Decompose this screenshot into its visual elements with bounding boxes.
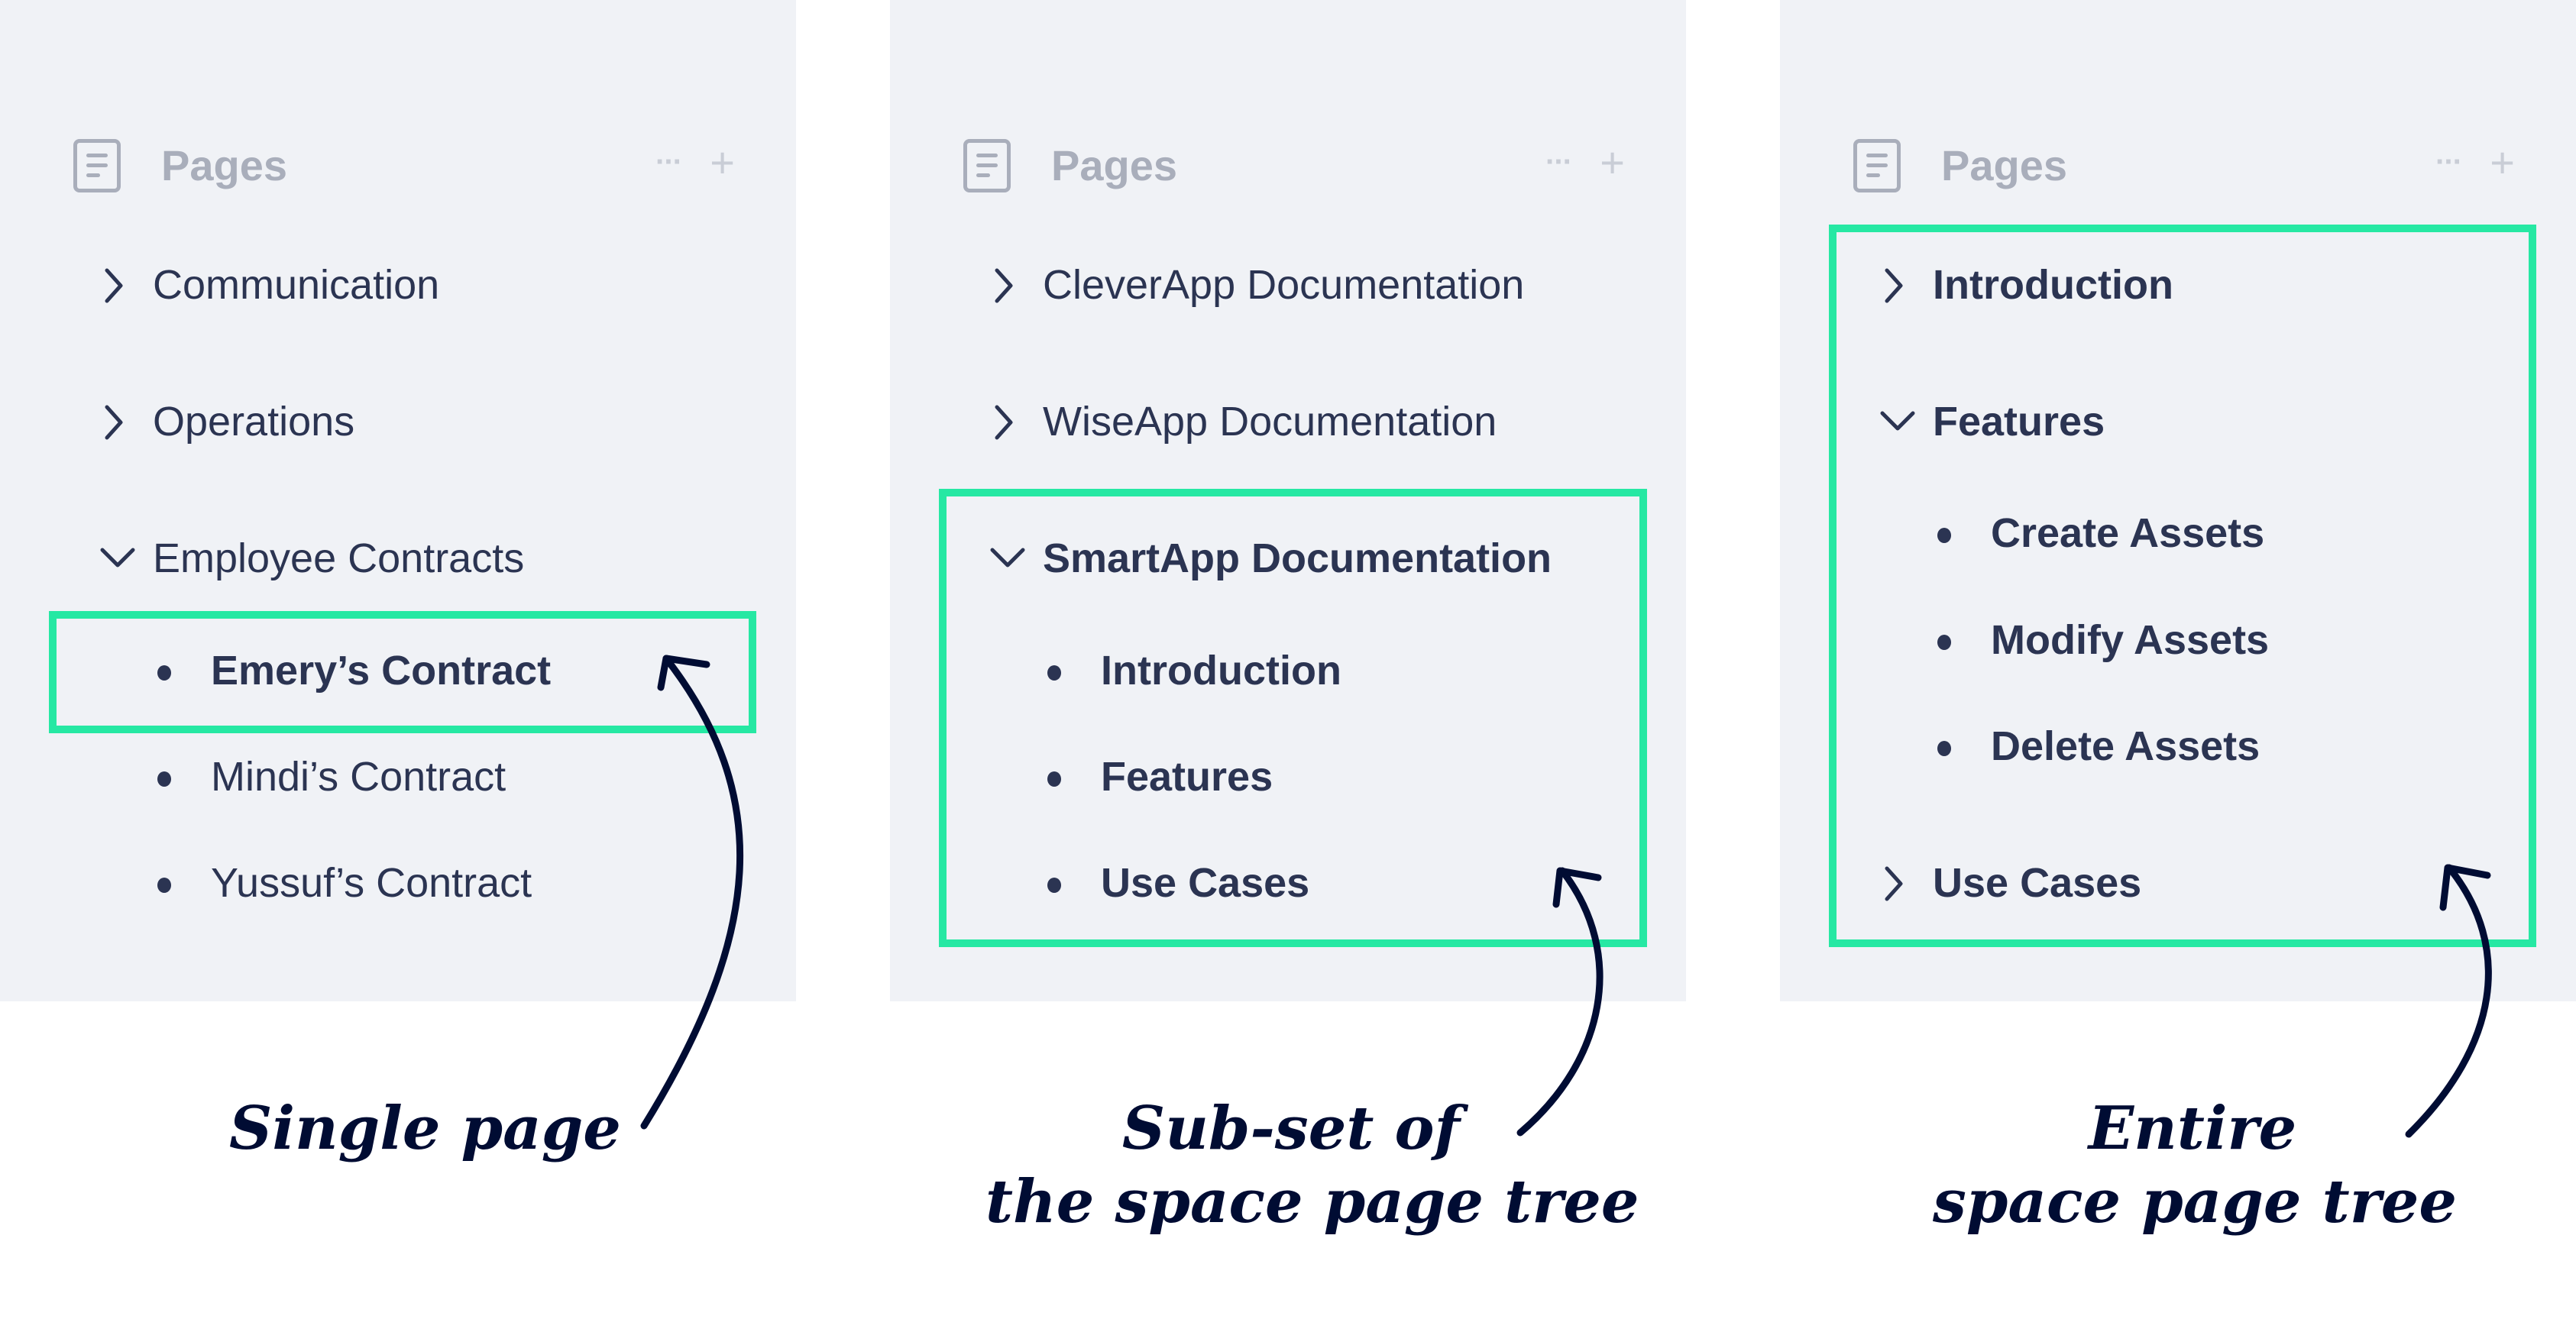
document-icon — [963, 139, 1011, 192]
tree-item-emerys-contract[interactable]: Emery’s Contract — [156, 640, 551, 701]
add-page-icon[interactable]: + — [1600, 138, 1625, 186]
chevron-right-icon[interactable] — [989, 391, 1043, 452]
chevron-down-icon[interactable] — [1879, 391, 1933, 452]
tree-item-features[interactable]: Features — [1046, 746, 1273, 807]
more-options-icon[interactable]: ··· — [655, 145, 683, 179]
pages-title: Pages — [161, 141, 287, 189]
document-icon — [73, 139, 121, 192]
document-icon — [1853, 139, 1901, 192]
tree-item-smartapp-documentation[interactable]: SmartApp Documentation — [989, 528, 1552, 589]
caption-single-page: Single page — [229, 1092, 621, 1166]
add-page-icon[interactable]: + — [2490, 138, 2515, 186]
tree-item-mindis-contract[interactable]: Mindi’s Contract — [156, 746, 506, 807]
bullet-icon — [1936, 716, 1991, 777]
chevron-right-icon[interactable] — [99, 254, 153, 315]
tree-item-label: SmartApp Documentation — [1043, 535, 1552, 581]
bullet-icon — [156, 852, 211, 913]
tree-item-label: Introduction — [1101, 648, 1341, 694]
tree-item-label: Communication — [153, 262, 440, 308]
tree-item-create-assets[interactable]: Create Assets — [1936, 503, 2264, 564]
tree-item-label: Introduction — [1933, 262, 2173, 308]
tree-item-label: Employee Contracts — [153, 535, 525, 581]
pages-header: Pages ··· + — [963, 137, 1625, 199]
more-options-icon[interactable]: ··· — [1545, 145, 1573, 179]
bullet-icon — [1046, 852, 1101, 913]
bullet-icon — [1936, 610, 1991, 671]
tree-item-operations[interactable]: Operations — [99, 391, 354, 452]
bullet-icon — [1936, 503, 1991, 564]
highlight-box-single-page — [49, 611, 756, 733]
caption-line: space page tree — [1933, 1167, 2458, 1237]
tree-item-use-cases[interactable]: Use Cases — [1879, 852, 2141, 913]
tree-item-introduction[interactable]: Introduction — [1879, 254, 2173, 315]
tree-item-label: Operations — [153, 399, 355, 445]
tree-item-cleverapp-documentation[interactable]: CleverApp Documentation — [989, 254, 1524, 315]
tree-item-label: Mindi’s Contract — [211, 754, 506, 800]
page-tree-panel-subset: Pages ··· + CleverApp Documentation Wise… — [890, 0, 1686, 1001]
caption-line: Single page — [229, 1094, 621, 1163]
tree-item-label: CleverApp Documentation — [1043, 262, 1525, 308]
pages-title: Pages — [1941, 141, 2067, 189]
tree-item-wiseapp-documentation[interactable]: WiseApp Documentation — [989, 391, 1497, 452]
caption-line: Entire — [2088, 1094, 2297, 1163]
page-tree-panel-entire: Pages ··· + Introduction Features Create… — [1780, 0, 2576, 1001]
tree-item-label: Emery’s Contract — [211, 648, 552, 694]
tree-item-use-cases[interactable]: Use Cases — [1046, 852, 1309, 913]
tree-item-delete-assets[interactable]: Delete Assets — [1936, 716, 2260, 777]
tree-item-label: Modify Assets — [1991, 617, 2270, 663]
page-tree-panel-single: Pages ··· + Communication Operations Emp… — [0, 0, 796, 1001]
caption-line: the space page tree — [985, 1167, 1639, 1237]
bullet-icon — [156, 640, 211, 701]
chevron-right-icon[interactable] — [1879, 852, 1933, 913]
caption-line: Sub-set of — [1121, 1094, 1461, 1163]
bullet-icon — [1046, 746, 1101, 807]
chevron-right-icon[interactable] — [99, 391, 153, 452]
more-options-icon[interactable]: ··· — [2435, 145, 2463, 179]
tree-item-features[interactable]: Features — [1879, 391, 2105, 452]
chevron-right-icon[interactable] — [989, 254, 1043, 315]
bullet-icon — [1046, 640, 1101, 701]
chevron-right-icon[interactable] — [1879, 254, 1933, 315]
chevron-down-icon[interactable] — [99, 528, 153, 589]
tree-item-modify-assets[interactable]: Modify Assets — [1936, 610, 2269, 671]
bullet-icon — [156, 746, 211, 807]
highlight-box-entire-tree — [1829, 225, 2536, 947]
tree-item-label: Features — [1933, 399, 2105, 445]
tree-item-label: Delete Assets — [1991, 723, 2260, 769]
highlight-box-subset — [939, 489, 1647, 947]
tree-item-introduction[interactable]: Introduction — [1046, 640, 1341, 701]
tree-item-label: Use Cases — [1101, 860, 1310, 906]
tree-item-yussufs-contract[interactable]: Yussuf’s Contract — [156, 852, 532, 913]
pages-header: Pages ··· + — [1853, 137, 2515, 199]
pages-title: Pages — [1051, 141, 1177, 189]
tree-item-label: WiseApp Documentation — [1043, 399, 1497, 445]
tree-item-label: Features — [1101, 754, 1273, 800]
tree-item-label: Create Assets — [1991, 510, 2265, 556]
caption-subset: Sub-set of the space page tree — [985, 1092, 1639, 1239]
pages-header: Pages ··· + — [73, 137, 735, 199]
tree-item-label: Use Cases — [1933, 860, 2142, 906]
caption-entire-tree: Entire space page tree — [1933, 1092, 2458, 1239]
tree-item-communication[interactable]: Communication — [99, 254, 439, 315]
add-page-icon[interactable]: + — [710, 138, 735, 186]
tree-item-employee-contracts[interactable]: Employee Contracts — [99, 528, 524, 589]
chevron-down-icon[interactable] — [989, 528, 1043, 589]
tree-item-label: Yussuf’s Contract — [211, 860, 532, 906]
